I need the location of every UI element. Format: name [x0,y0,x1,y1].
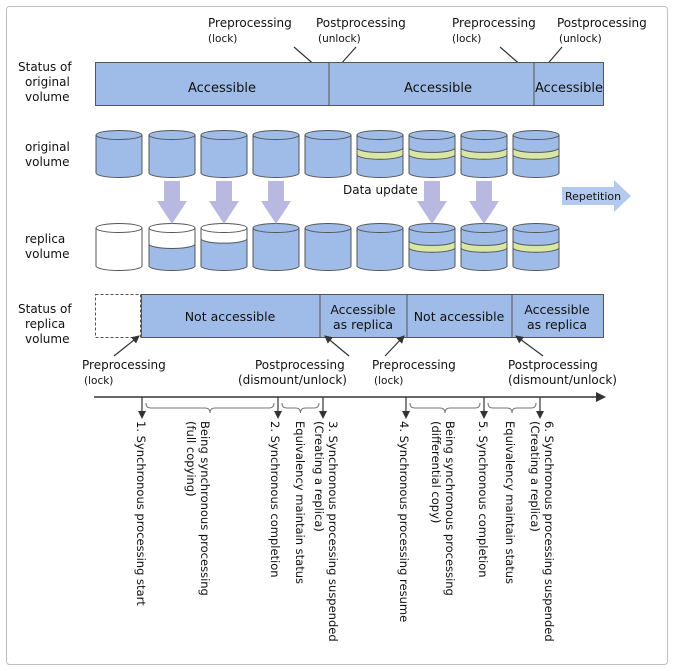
original-volume-cylinder [356,130,404,178]
top-postprocessing-1: Postprocessing [316,16,406,30]
timeline-step-label: 6. Synchronous processing suspended [542,421,556,642]
replica-volume-cylinder [148,223,196,271]
original-volume-cylinder [512,130,560,178]
timeline-event-arrowhead [319,411,327,419]
data-update-label: Data update [343,183,418,197]
bottom-postprocessing-1: Postprocessing [255,358,345,372]
timeline-axis [94,392,606,402]
copy-down-arrow [209,181,239,224]
copy-down-arrow [157,181,187,224]
timeline-step-label: (differential copy) [429,421,443,523]
replica-status-accessible-2a: Accessible [524,302,590,317]
copy-arrows [157,181,499,224]
label-status-original-1: Status of [18,60,72,74]
top-unlock-1: (unlock) [318,33,361,45]
label-replica-volume-2: volume [25,247,69,261]
original-volume-cylinder [252,130,300,178]
replica-status-bar [95,294,604,338]
bottom-dismount-1: (dismount/unlock) [238,373,347,387]
bottom-postprocessing-2: Postprocessing [508,358,598,372]
timeline-step-label: Equivalency maintain status [293,421,307,584]
top-unlock-2: (unlock) [559,33,602,45]
original-volume-cylinder [304,130,352,178]
repetition-arrow [562,180,631,212]
timeline-step-label: Being synchronous processing [198,421,212,596]
bottom-lock-2: (lock) [374,375,403,387]
timeline-event-arrowhead [536,411,544,419]
replica-volume-row [95,223,560,271]
bottom-pre-arrow-1 [113,335,140,357]
original-status-accessible-2: Accessible [404,81,472,96]
original-status-accessible-3: Accessible [535,81,603,96]
label-status-original-2: original [25,75,70,89]
bottom-post-arrow-1 [324,335,350,357]
replica-volume-cylinder [356,223,404,271]
timeline-step-label: Equivalency maintain status [503,421,517,584]
timeline-step-labels: 1. Synchronous processing start Being syn… [134,421,556,642]
timeline-step-label: 3. Synchronous processing suspended [326,421,340,642]
label-status-replica-3: volume [25,332,69,346]
top-lock-1: (lock) [208,33,237,45]
top-preprocessing-2: Preprocessing [452,16,536,30]
replica-volume-cylinder [95,223,143,271]
replica-volume-cylinder [304,223,352,271]
bottom-post-arrow-2 [515,335,544,357]
replica-volume-cylinder [252,223,300,271]
copy-down-arrow [261,181,291,224]
top-lock-2: (lock) [452,33,481,45]
timeline-step-label: (Creating a replica) [312,421,326,532]
replica-volume-cylinder [408,223,456,271]
label-status-replica-2: replica [25,317,65,331]
timeline-step-label: 1. Synchronous processing start [134,421,148,606]
timeline-range-brace [409,402,481,414]
replica-status-accessible-1a: Accessible [330,302,396,317]
label-replica-volume-1: replica [25,232,65,246]
timeline-step-label: (full copying) [184,421,198,497]
original-volume-cylinder [460,130,508,178]
original-volume-cylinder [148,130,196,178]
copy-down-arrow [417,181,447,224]
original-volume-row [95,130,560,178]
replica-volume-cylinder [460,223,508,271]
label-status-original-3: volume [25,90,69,104]
bottom-dismount-2: (dismount/unlock) [508,373,617,387]
replica-status-not-accessible-1: Not accessible [185,309,276,324]
outer-frame [6,6,668,665]
replica-status-not-accessible-2: Not accessible [414,309,505,324]
timeline-range-brace [145,402,275,414]
timeline-event-arrowhead [274,411,282,419]
timeline-event-arrowhead [402,411,410,419]
replica-status-accessible-2b: as replica [527,317,587,332]
timeline-range-brace [487,402,537,414]
original-volume-cylinder [200,130,248,178]
copy-down-arrow [469,181,499,224]
timeline-step-label: 5. Synchronous completion [476,421,490,578]
original-status-bar [95,62,604,106]
timeline-step-label: 4. Synchronous processing resume [397,421,411,622]
label-original-volume-1: original [25,140,70,154]
timeline-step-label: (Creating a replica) [528,421,542,532]
timeline-range-brace [281,402,320,414]
replica-volume-cylinder [512,223,560,271]
label-status-replica-1: Status of [18,302,72,316]
timeline-step-label: 2. Synchronous completion [268,421,282,578]
timeline-step-label: Being synchronous processing [443,421,457,596]
bottom-pre-arrow-2 [384,335,405,357]
top-postprocessing-2: Postprocessing [557,16,647,30]
bottom-preprocessing-2: Preprocessing [372,358,456,372]
repetition-label: Repetition [565,190,621,203]
original-volume-cylinder [408,130,456,178]
timeline-event-arrowhead [138,411,146,419]
replica-volume-cylinder [200,223,248,271]
bottom-preprocessing-1: Preprocessing [82,358,166,372]
original-status-accessible-1: Accessible [188,81,256,96]
label-original-volume-2: volume [25,155,69,169]
replica-status-accessible-1b: as replica [333,317,393,332]
bottom-lock-1: (lock) [84,375,113,387]
top-preprocessing-1: Preprocessing [208,16,292,30]
timeline-marks [138,397,544,419]
original-volume-cylinder [95,130,143,178]
timeline-event-arrowhead [480,411,488,419]
